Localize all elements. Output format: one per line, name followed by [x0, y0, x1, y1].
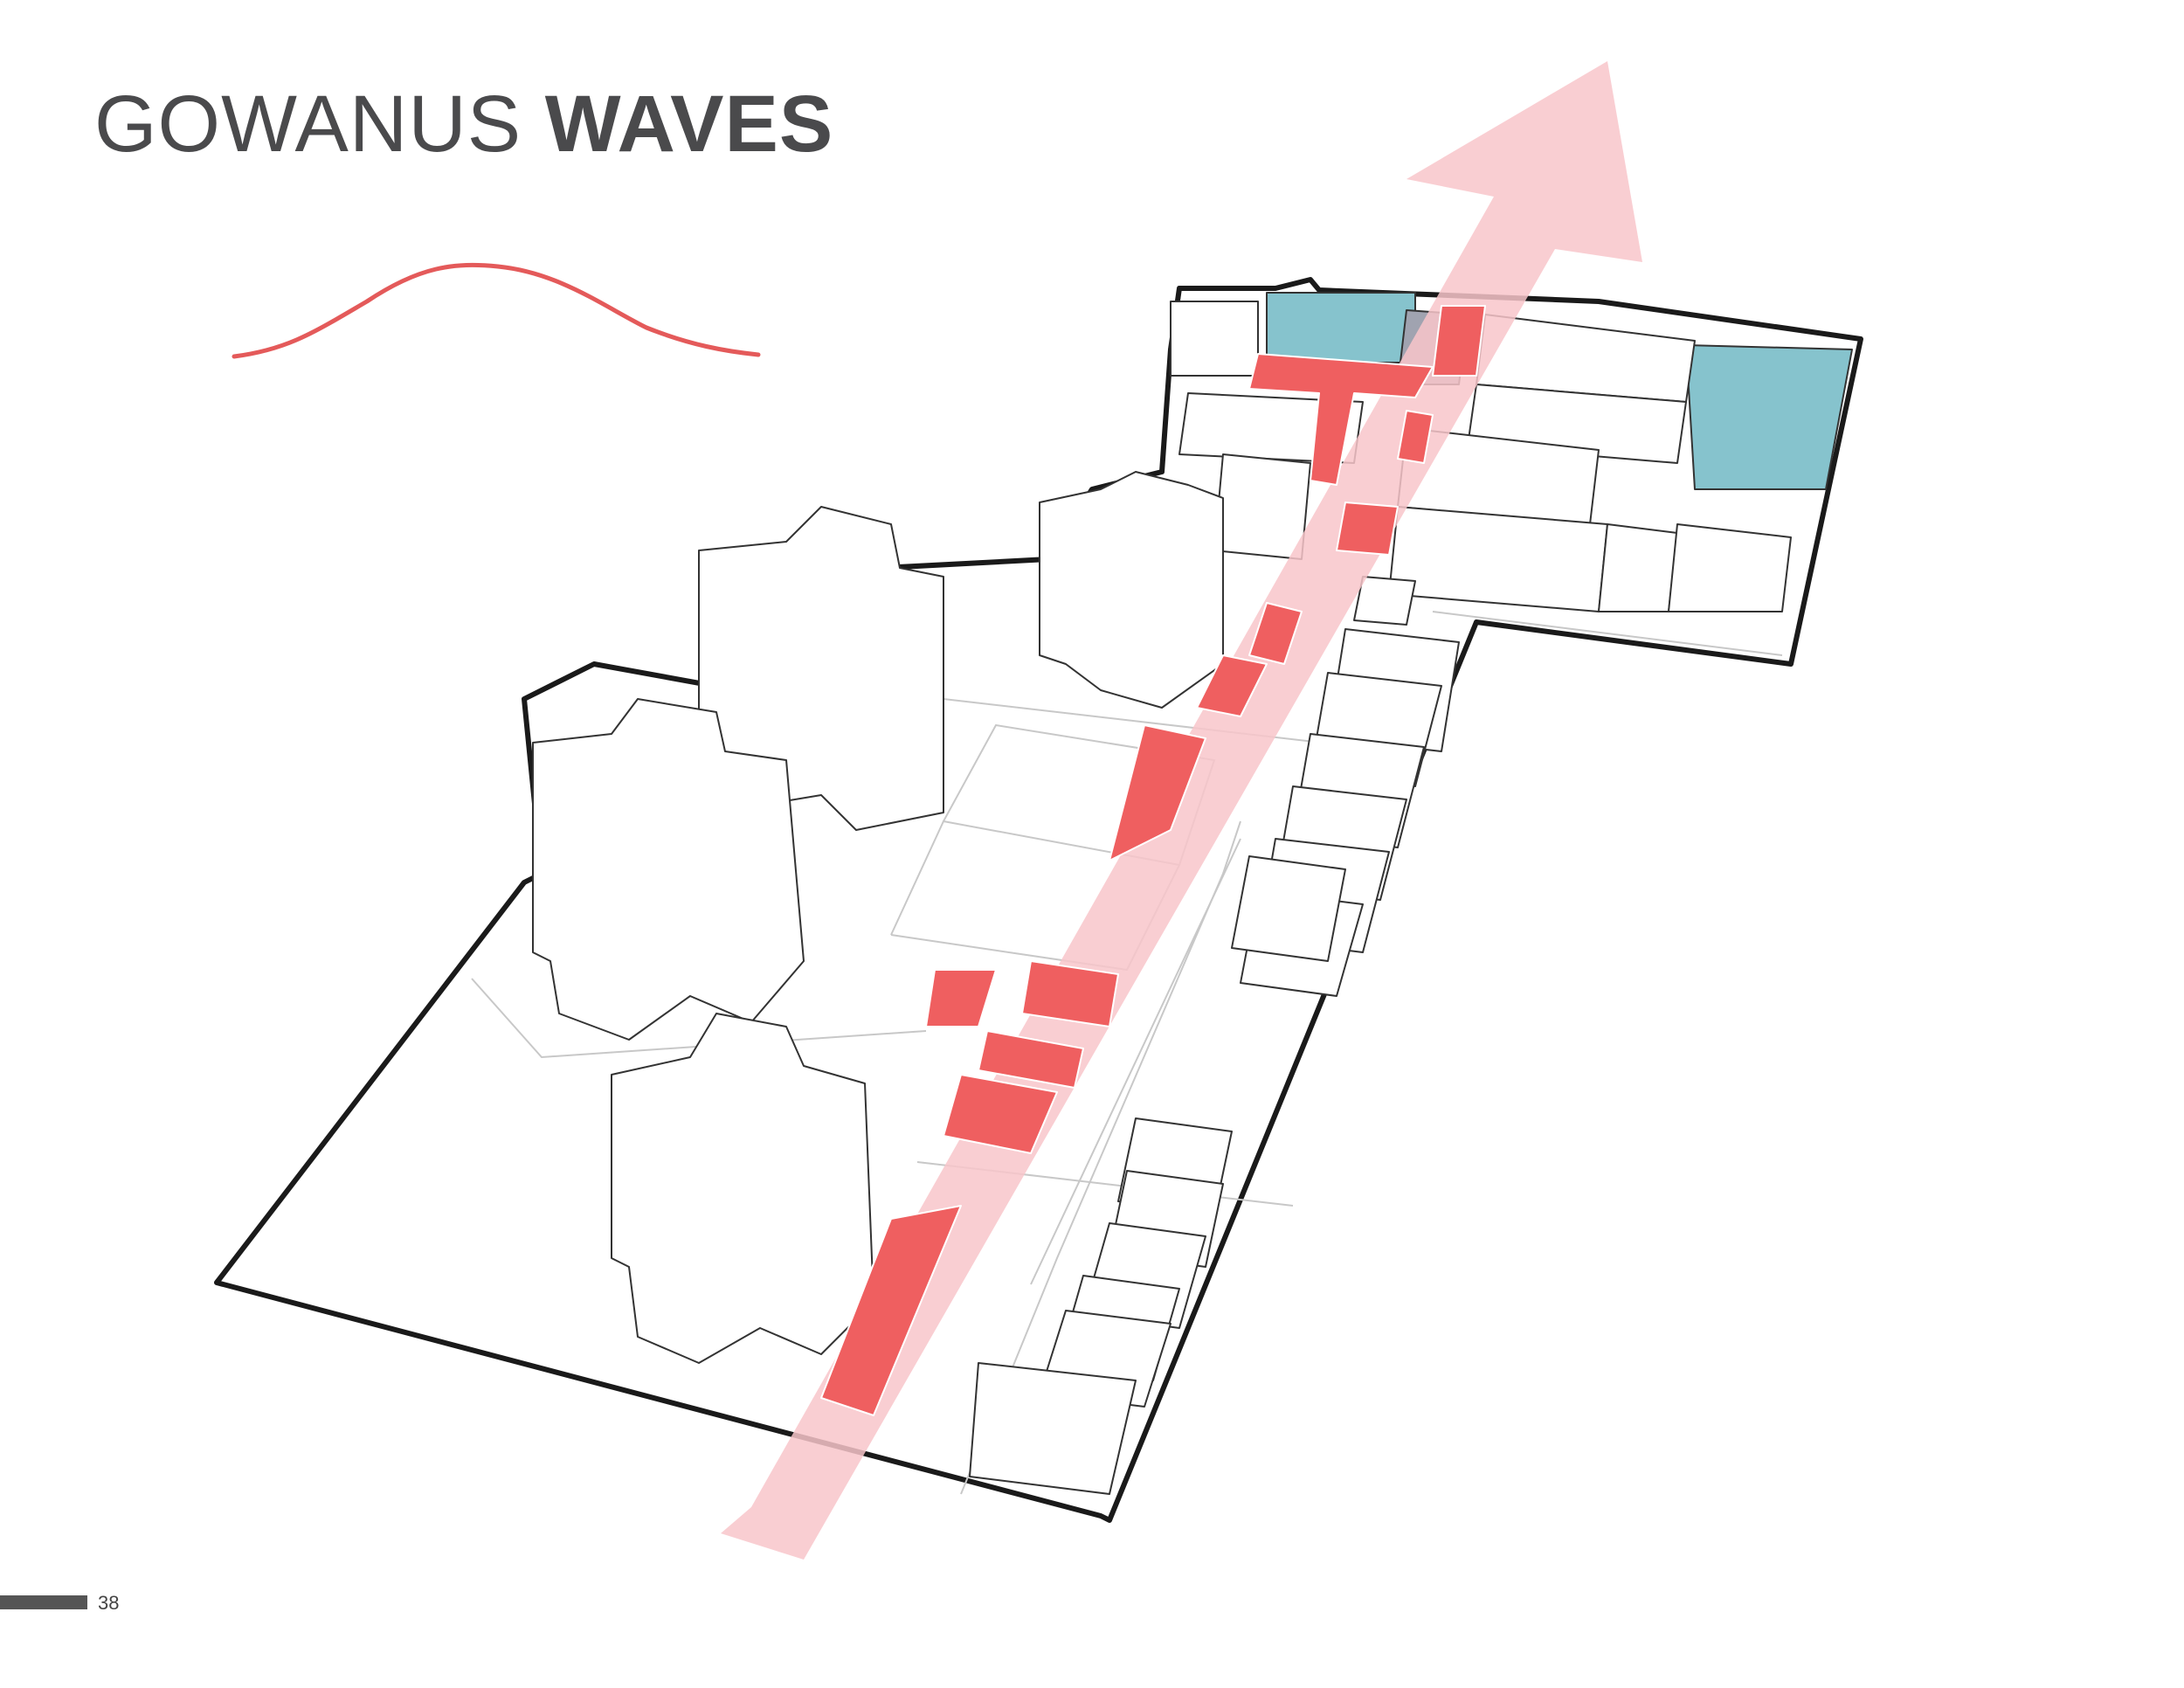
red-volume	[1432, 305, 1486, 377]
red-volume	[943, 1074, 1058, 1154]
page-title: GOWANUS WAVES	[94, 84, 833, 164]
tower-buildings	[532, 471, 1224, 1364]
teal-court-east	[1685, 344, 1853, 490]
building	[969, 1362, 1137, 1495]
red-volume	[978, 1030, 1084, 1089]
red-volume	[1336, 502, 1399, 556]
page-number: 38	[98, 1592, 120, 1614]
ground-line	[471, 978, 927, 1059]
building	[1353, 576, 1416, 626]
building	[1598, 523, 1678, 612]
building	[1213, 453, 1311, 560]
red-volume	[1021, 960, 1119, 1027]
ground-line	[1030, 838, 1241, 1285]
wave-symbol	[232, 262, 761, 359]
page-bar	[0, 1595, 87, 1609]
site-outline	[214, 277, 1863, 1523]
title-light: GOWANUS	[94, 80, 522, 169]
teal-court	[1266, 292, 1416, 363]
red-volume	[820, 1205, 962, 1416]
site-ground	[214, 277, 1863, 1523]
title-bold: WAVES	[544, 80, 834, 169]
red-volume	[1397, 410, 1434, 464]
building	[1668, 523, 1792, 612]
tower	[611, 1013, 874, 1364]
red-volume	[925, 969, 997, 1027]
building	[1388, 506, 1608, 612]
red-volumes	[820, 305, 1486, 1416]
red-volume	[1196, 654, 1268, 717]
red-volume	[1109, 724, 1206, 861]
red-volume	[1248, 353, 1434, 486]
building	[1231, 855, 1346, 962]
tower	[532, 698, 805, 1041]
building	[1170, 301, 1259, 377]
east-row-buildings	[969, 628, 1460, 1495]
red-volume	[1248, 602, 1303, 665]
ground-line	[1432, 611, 1783, 656]
